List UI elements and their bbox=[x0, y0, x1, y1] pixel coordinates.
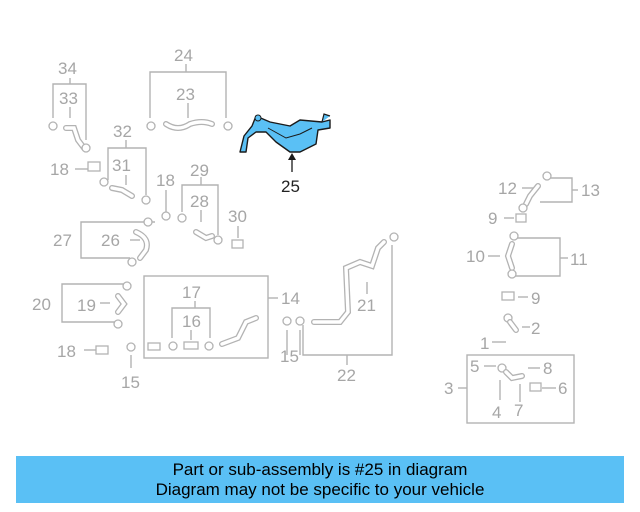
group-14-17-16: 17 16 14 bbox=[143, 275, 300, 359]
callout-20: 20 bbox=[32, 295, 51, 314]
group-29-28: 29 28 18 30 bbox=[156, 161, 247, 249]
callout-23: 23 bbox=[176, 85, 195, 104]
callout-24: 24 bbox=[174, 46, 193, 65]
callout-16: 16 bbox=[182, 312, 201, 331]
callout-8: 8 bbox=[543, 359, 552, 378]
group-18-15: 18 15 bbox=[57, 342, 140, 392]
callout-32: 32 bbox=[113, 122, 132, 141]
callout-19: 19 bbox=[77, 296, 96, 315]
callout-21: 21 bbox=[357, 296, 376, 315]
banner-line-2: Diagram may not be specific to your vehi… bbox=[155, 479, 485, 499]
callout-22: 22 bbox=[337, 366, 356, 385]
callout-13: 13 bbox=[581, 181, 600, 200]
callout-18-b: 18 bbox=[156, 171, 175, 190]
group-34-33: 34 33 bbox=[48, 59, 91, 153]
callout-12: 12 bbox=[498, 179, 517, 198]
info-banner: Part or sub-assembly is #25 in diagram D… bbox=[16, 456, 624, 503]
callout-11: 11 bbox=[570, 250, 588, 269]
group-32-31: 18 32 31 bbox=[50, 122, 151, 205]
callout-31: 31 bbox=[112, 156, 131, 175]
callout-28: 28 bbox=[190, 192, 209, 211]
callout-1: 1 bbox=[480, 334, 489, 353]
callout-15-b: 15 bbox=[280, 347, 299, 366]
group-10-11: 10 11 bbox=[466, 231, 588, 279]
callout-14: 14 bbox=[281, 289, 300, 308]
callout-4: 4 bbox=[492, 403, 501, 422]
callout-26: 26 bbox=[101, 231, 120, 250]
callout-9-a: 9 bbox=[488, 209, 497, 228]
group-27-26: 27 26 bbox=[53, 217, 155, 267]
callout-18-a: 18 bbox=[50, 160, 69, 179]
callout-17: 17 bbox=[182, 283, 201, 302]
callout-7: 7 bbox=[514, 401, 523, 420]
callout-25: 25 bbox=[281, 177, 300, 196]
callout-5: 5 bbox=[470, 357, 479, 376]
callout-29: 29 bbox=[190, 161, 209, 180]
callout-6: 6 bbox=[558, 379, 567, 398]
banner-line-1: Part or sub-assembly is #25 in diagram bbox=[172, 459, 468, 479]
callout-34: 34 bbox=[58, 59, 77, 78]
callout-33: 33 bbox=[59, 89, 78, 108]
callout-18-c: 18 bbox=[57, 342, 76, 361]
parts-diagram: 34 33 18 32 31 24 23 bbox=[32, 46, 600, 424]
callout-3: 3 bbox=[444, 379, 453, 398]
group-20-19: 20 19 bbox=[32, 281, 132, 329]
group-12-13-9: 12 13 9 bbox=[488, 171, 600, 228]
callout-10: 10 bbox=[466, 247, 485, 266]
group-9-1-2: 9 1 2 bbox=[480, 289, 540, 353]
group-3-box: 5 8 3 6 4 7 bbox=[444, 354, 575, 424]
callout-30: 30 bbox=[228, 207, 247, 226]
callout-9-b: 9 bbox=[531, 289, 540, 308]
callout-15-a: 15 bbox=[121, 373, 140, 392]
highlighted-part-25[interactable]: 25 bbox=[239, 113, 331, 196]
callout-27: 27 bbox=[53, 231, 72, 250]
group-24-23: 24 23 bbox=[146, 46, 233, 131]
callout-2: 2 bbox=[531, 319, 540, 338]
group-15-21-22: 15 21 22 bbox=[280, 232, 399, 385]
